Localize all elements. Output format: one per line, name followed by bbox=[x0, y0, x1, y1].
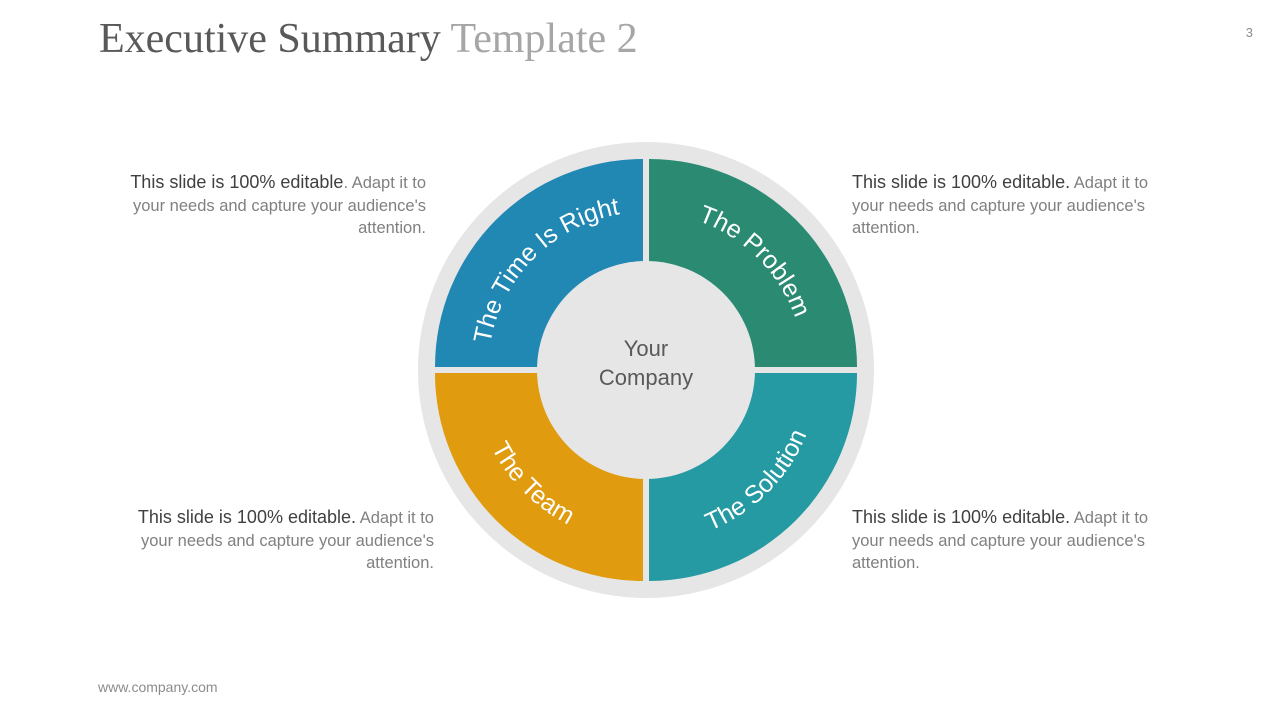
description-top-left: This slide is 100% editable. Adapt it to… bbox=[96, 171, 426, 240]
description-bottom-left: This slide is 100% editable. Adapt it to… bbox=[104, 506, 434, 575]
description-lead: This slide is 100% editable. bbox=[137, 507, 357, 527]
footer-website: www.company.com bbox=[98, 679, 218, 695]
description-body: . Adapt it to your needs and capture you… bbox=[132, 174, 426, 237]
center-hub bbox=[537, 261, 755, 479]
description-body: Adapt it to your needs and capture your … bbox=[140, 509, 434, 572]
slide-title: Executive Summary Template 2 bbox=[99, 14, 638, 64]
description-top-right: This slide is 100% editable. Adapt it to… bbox=[852, 171, 1182, 240]
description-body: Adapt it to your needs and capture your … bbox=[852, 174, 1149, 237]
description-lead: This slide is 100% editable. bbox=[852, 172, 1071, 192]
description-bottom-right: This slide is 100% editable. Adapt it to… bbox=[852, 506, 1182, 575]
center-label-line2: Company bbox=[599, 365, 693, 390]
title-main: Executive Summary bbox=[99, 16, 441, 62]
page-number: 3 bbox=[1245, 25, 1253, 40]
description-body: Adapt it to your needs and capture your … bbox=[852, 509, 1149, 572]
description-lead: This slide is 100% editable. bbox=[852, 507, 1071, 527]
center-label-line1: Your bbox=[624, 336, 668, 361]
description-lead: This slide is 100% editable bbox=[130, 172, 344, 192]
title-sub: Template 2 bbox=[450, 16, 638, 62]
